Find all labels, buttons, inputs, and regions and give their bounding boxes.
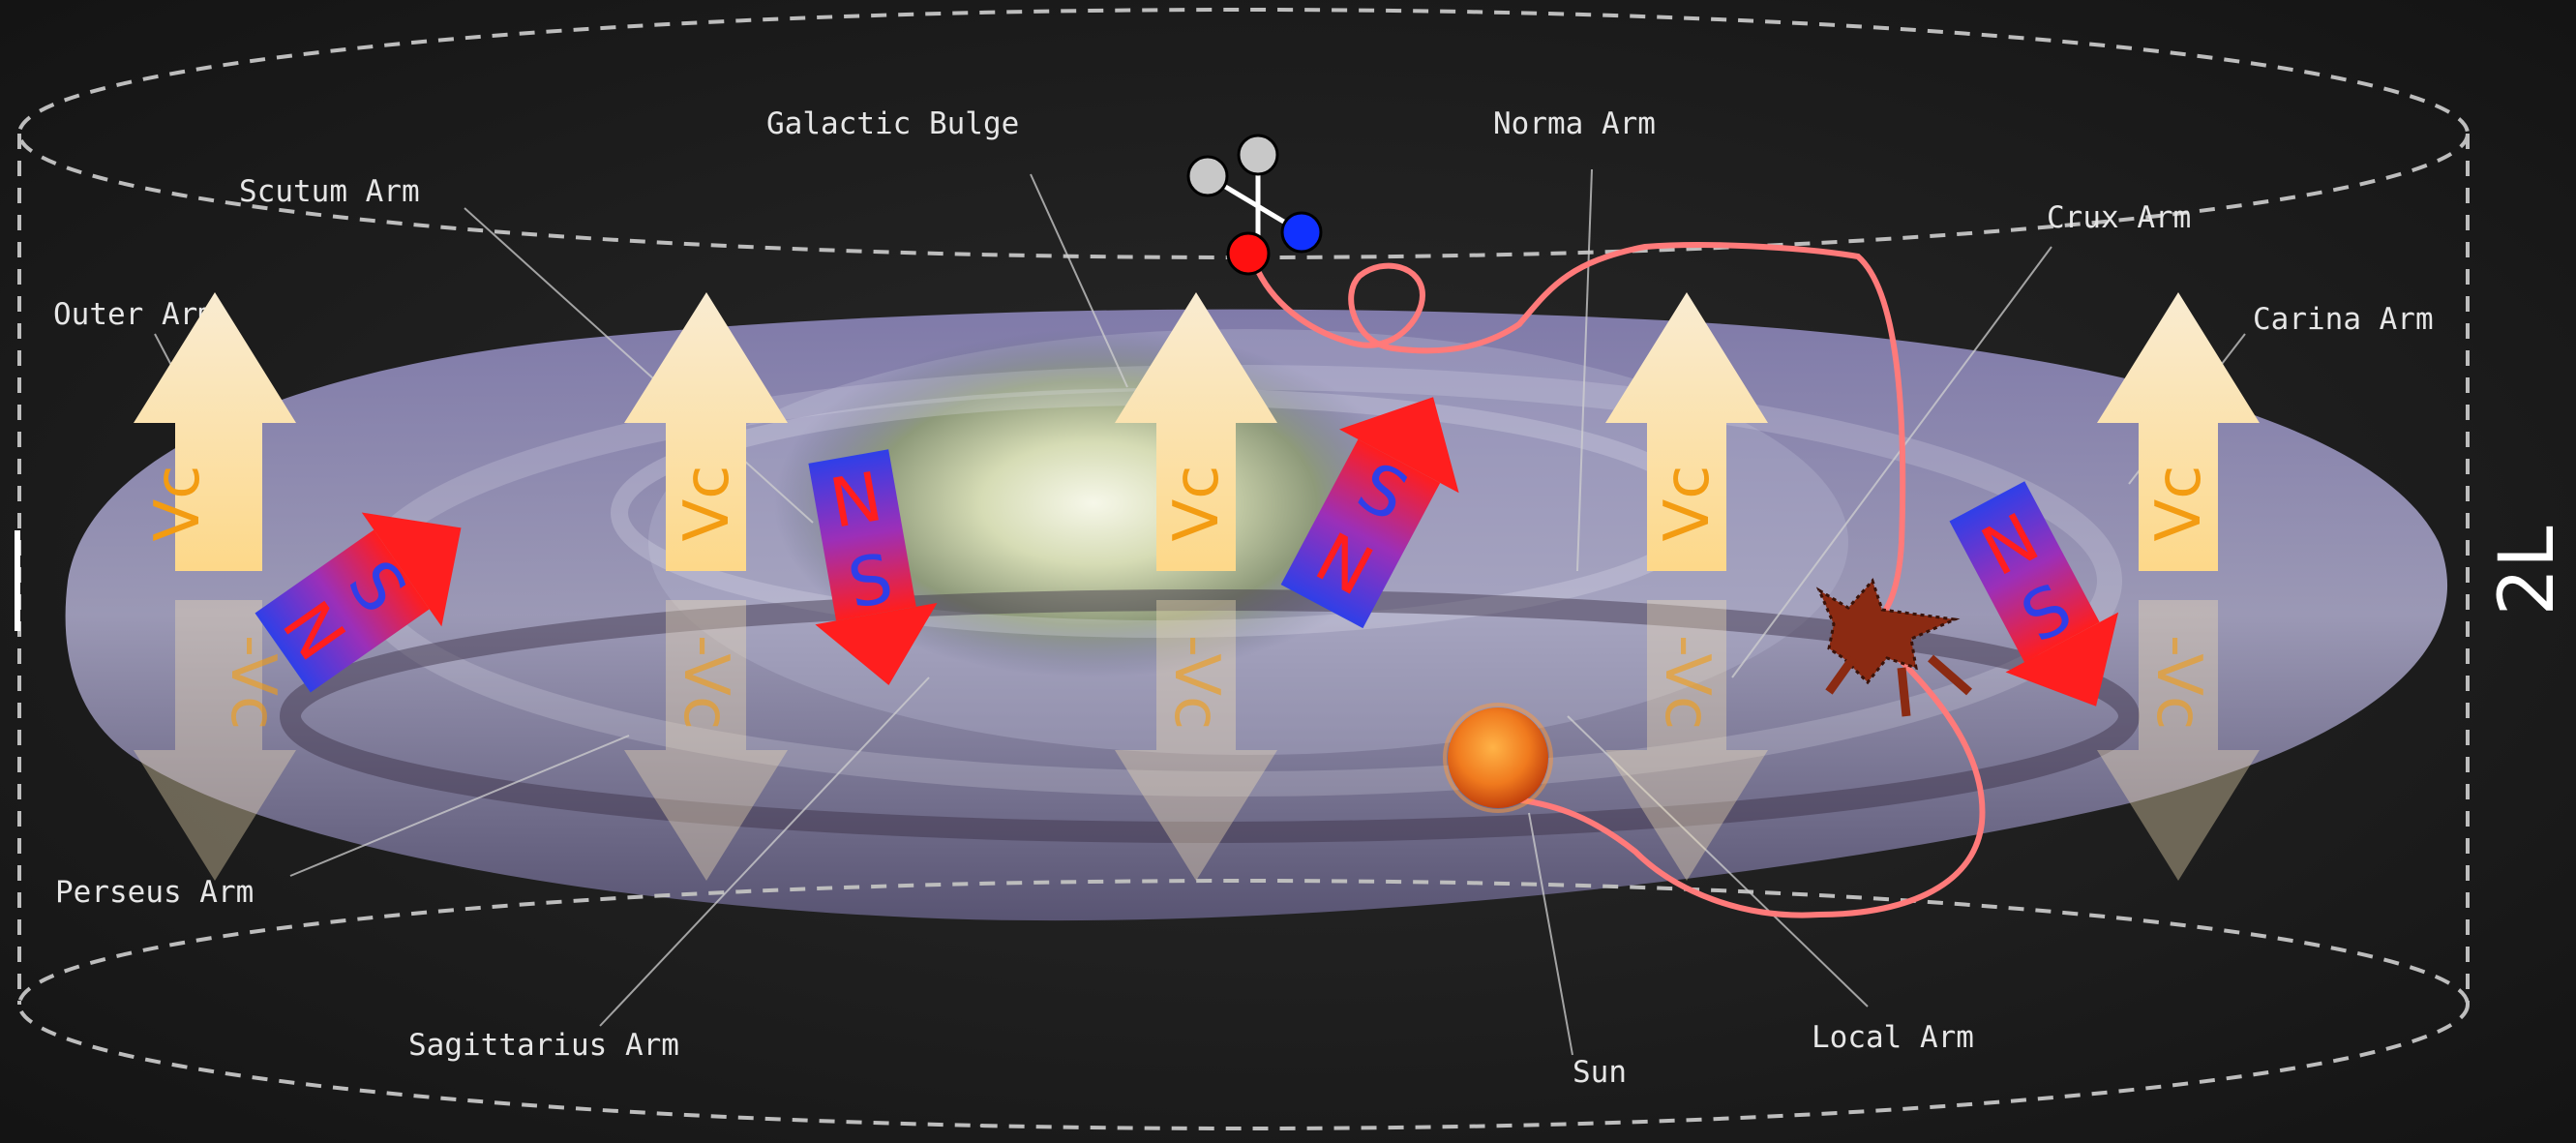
label-carina-arm: Carina Arm (2253, 302, 2434, 337)
label-norma-arm: Norma Arm (1493, 106, 1656, 141)
down-arrow-icon (2097, 600, 2260, 881)
label-galactic-bulge: Galactic Bulge (766, 106, 1019, 141)
molecule-icon (1186, 134, 1323, 276)
magnet-4: N S (1949, 481, 2119, 707)
up-arrow-icon (1115, 292, 1277, 571)
down-arrow-icon (624, 600, 788, 881)
down-arrow-icon (1115, 600, 1277, 881)
magnetic-field-bars: N S N S N S N S (255, 397, 2119, 707)
galaxy-disk (65, 309, 2448, 921)
label-perseus-arm: Perseus Arm (55, 875, 254, 910)
label-sagittarius-arm: Sagittarius Arm (408, 1028, 679, 1063)
label-scutum-arm: Scutum Arm (239, 174, 420, 209)
label-sun: Sun (1573, 1055, 1627, 1090)
minus-vc-label: -Vc (2142, 635, 2214, 730)
minus-vc-label: -Vc (1160, 635, 1232, 730)
up-arrow-icon (134, 292, 296, 571)
velocity-arrow-pair-3: Vc -Vc (1115, 292, 1277, 881)
vc-label: Vc (1652, 466, 1723, 542)
sun-icon (1443, 703, 1553, 813)
label-outer-arm: Outer Arm (53, 297, 216, 332)
minus-vc-label: -Vc (1651, 635, 1722, 730)
vc-label: Vc (142, 466, 214, 542)
magnet-2: N S (808, 449, 938, 685)
down-arrow-icon (1605, 600, 1768, 881)
particle-trajectory (1255, 242, 1986, 918)
label-local-arm: Local Arm (1812, 1020, 1974, 1055)
height-label: 2L (2484, 526, 2571, 617)
down-arrow-icon (134, 600, 296, 881)
velocity-arrow-pair-4: Vc -Vc (1605, 292, 1768, 881)
velocity-arrow-pair-1: Vc -Vc (134, 292, 296, 881)
velocity-arrows: Vc -Vc Vc -Vc Vc -Vc Vc -Vc Vc (134, 292, 2260, 881)
minus-vc-label: -Vc (670, 635, 741, 730)
label-crux-arm: Crux Arm (2047, 200, 2191, 235)
arm-labels: Galactic Bulge Norma Arm Scutum Arm Crux… (53, 106, 2434, 1090)
vc-label: Vc (672, 466, 743, 542)
velocity-arrow-pair-5: Vc -Vc (2097, 292, 2260, 881)
magnet-3: N S (1280, 397, 1459, 629)
up-arrow-icon (624, 292, 788, 571)
velocity-arrow-pair-2: Vc -Vc (624, 292, 788, 881)
up-arrow-icon (1605, 292, 1768, 571)
minus-vc-label: -Vc (217, 635, 288, 730)
label-leaders (154, 168, 2246, 1056)
vc-label: Vc (2143, 466, 2215, 542)
supernova-icon (1815, 578, 1972, 717)
vc-label: Vc (1161, 466, 1233, 542)
up-arrow-icon (2097, 292, 2260, 571)
